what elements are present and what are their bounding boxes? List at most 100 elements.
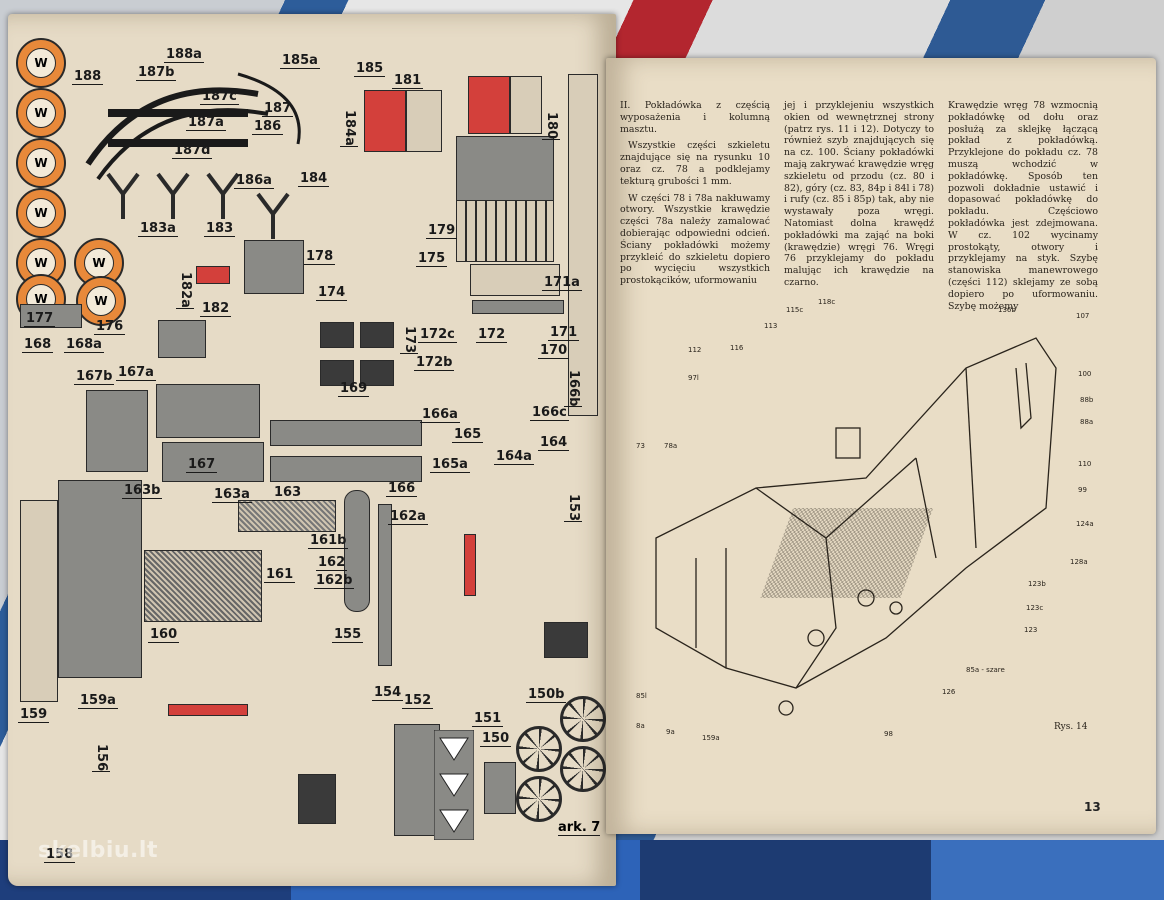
curved-parts [85,72,301,181]
long-strip [568,74,598,416]
part-label: 163b [122,483,163,499]
part-label: 165a [430,457,470,473]
logo-badge: W [16,188,66,238]
dark-block [544,622,588,658]
part-label: 165 [452,427,484,443]
part-label: 153 [564,494,582,523]
part-label: 168 [22,337,54,353]
gray-strip [20,304,82,328]
part-label: 156 [92,744,110,773]
callout-label: 118c [818,298,836,306]
paragraph: jej i przyklejeniu wszystkich okien od w… [784,100,935,288]
dark-block [360,322,394,348]
red-part [196,266,230,284]
part-label: 161b [308,533,349,549]
part-label: 169 [338,381,370,397]
gray-panel [456,136,554,202]
gray-panel [394,724,440,836]
page-number: 13 [1084,800,1101,814]
striped-part [510,76,542,134]
callout-label: 78a [664,442,678,450]
part-label: 186a [234,173,274,189]
part-label: 162 [316,555,348,571]
part-label: 159 [18,707,50,723]
vent-panel [456,200,554,262]
text-column: Krawędzie wręg 78 wzmocnią pokładówkę od… [948,100,1098,317]
part-label: 163 [272,485,304,501]
part-label: 187d [172,143,213,159]
gray-strip [378,504,392,666]
gray-panel [162,442,264,482]
part-label: 174 [316,285,348,301]
callout-label: 8a [636,722,645,730]
wheel-part [516,776,562,822]
text-column: jej i przyklejeniu wszystkich okien od w… [784,100,934,294]
part-label: 162b [314,573,355,589]
text-column: II. Pokładówka z częścią wyposażenia i k… [620,100,770,292]
right-page-instructions: II. Pokładówka z częścią wyposażenia i k… [606,58,1156,834]
callout-label: 112 [688,346,702,354]
part-label: 183 [204,221,236,237]
part-label: 182 [200,301,232,317]
callout-label: 123b [1028,580,1046,588]
callout-label: 159a [702,734,720,742]
wheel-part [516,726,562,772]
part-label: 164 [538,435,570,451]
callout-label: 98 [884,730,893,738]
part-label: 158 [44,847,76,863]
part-label: 182a [176,272,194,309]
part-label: 187 [262,101,294,117]
part-label: 180 [542,112,560,141]
callout-label: 116 [730,344,744,352]
part-label: 188a [164,47,204,63]
dark-block [320,322,354,348]
part-label: 166 [386,481,418,497]
instruction-text: II. Pokładówka z częścią wyposażenia i k… [620,100,1106,312]
part-label: 154 [372,685,404,701]
part-label: 188 [72,69,104,85]
callout-label: 126 [942,688,956,696]
part-label: 183a [138,221,178,237]
callout-label: 123 [1024,626,1038,634]
part-label: 184a [340,110,358,147]
wheel-part [560,696,606,742]
callout-label: 9a [666,728,675,736]
callout-label: 85l [636,692,647,700]
watermark: skelbiu.lt [38,838,158,863]
dark-block [360,360,394,386]
callout-label: 113 [764,322,778,330]
part-label: 159a [78,693,118,709]
part-label: 186 [252,119,284,135]
callout-label: 124a [1076,520,1094,528]
callout-label: 88a [1080,418,1094,426]
figure-caption: Rys. 14 [1054,722,1088,732]
red-column [464,534,476,596]
part-label: 155 [332,627,364,643]
callout-label: 128a [1070,558,1088,566]
sheet-label: ark. 7 [558,820,601,836]
striped-part [406,90,442,152]
red-striped-part [468,76,510,134]
part-label: 152 [402,693,434,709]
part-label: 172b [414,355,455,371]
part-label: 164a [494,449,534,465]
paragraph: W części 78 i 78a nakłuwamy otwory. Wszy… [620,192,770,287]
part-label: 161 [264,567,296,583]
part-label: 178 [304,249,336,265]
callout-label: 85a - szare [966,666,1005,674]
part-label: 151 [472,711,504,727]
part-label: 167b [74,369,115,385]
callout-label: 100 [1078,370,1092,378]
part-label: 187c [200,89,239,105]
callout-label: 97l [688,374,699,382]
part-label: 172 [476,327,508,343]
callout-label: 88b [1080,396,1094,404]
gray-panel [244,240,304,294]
grid-panel [238,500,336,532]
part-label: 168a [64,337,104,353]
red-bar [168,704,248,716]
part-label: 185a [280,53,320,69]
part-label: 171 [548,325,580,341]
callout-label: 123c [1026,604,1044,612]
left-page-cutout-sheet: W W W W W W W W [8,14,616,886]
